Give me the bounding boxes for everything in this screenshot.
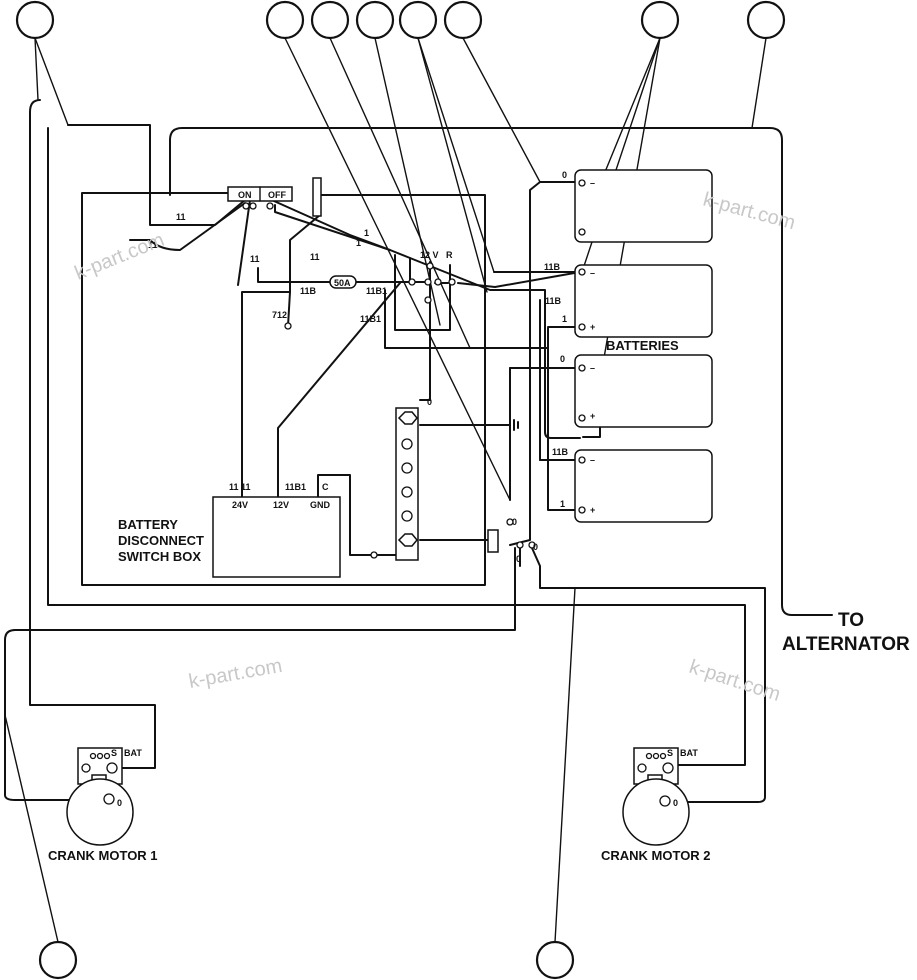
callout-circle-top-6 xyxy=(443,0,483,40)
relay-r-label: R xyxy=(446,250,453,260)
wire-label-11b-left: 11B xyxy=(300,286,317,296)
box-terminal-24v: 24V xyxy=(232,500,248,510)
wire-label-1-bat: 1 xyxy=(562,314,567,324)
wire-label-0-sw-a: 0 xyxy=(512,517,517,527)
battery-3-plus: + xyxy=(590,411,595,421)
box-terminal-gnd: GND xyxy=(310,500,331,510)
battery-2-minus: – xyxy=(590,268,595,278)
wire-label-0-bat3: 0 xyxy=(560,354,565,364)
relay-12v-label: 12 V xyxy=(420,250,439,260)
battery-4-minus: – xyxy=(590,455,595,465)
box-title-line2: DISCONNECT xyxy=(118,533,204,548)
callout-circle-top-5 xyxy=(398,0,438,40)
crank-motor-2: S BAT 0 CRANK MOTOR 2 xyxy=(601,747,711,863)
battery-3-minus: – xyxy=(590,363,595,373)
box-terminal-12v: 12V xyxy=(273,500,289,510)
battery-1 xyxy=(574,169,713,243)
solenoid xyxy=(284,322,536,559)
to-alternator-line1: TO xyxy=(838,610,864,631)
wire-label-0-top: 0 xyxy=(562,170,567,180)
callout-circles xyxy=(15,0,786,980)
box-title-line1: BATTERY xyxy=(118,517,178,532)
callout-circle-bottom-2 xyxy=(535,940,575,980)
wire-label-11-a: 11 xyxy=(176,212,186,222)
crank-motor-1: S BAT 0 CRANK MOTOR 1 xyxy=(48,747,158,863)
callout-circle-top-3 xyxy=(310,0,350,40)
battery-4-plus: + xyxy=(590,505,595,515)
switch-on-label: ON xyxy=(238,190,252,200)
disconnect-switch: ON OFF xyxy=(227,177,322,217)
box-wire-24v: 11 xyxy=(229,482,239,492)
switch-handle xyxy=(312,177,322,217)
callout-circle-top-8 xyxy=(746,0,786,40)
crank-motor-1-label: CRANK MOTOR 1 xyxy=(48,848,158,863)
wire-label-0-block: 0 xyxy=(427,397,432,407)
fuse-50a: 50A xyxy=(329,275,357,289)
battery-disconnect-switch-box: 24V 12V GND 11 11 11B1 C BATTERY DISCONN… xyxy=(118,482,341,578)
to-alternator: TO ALTERNATOR xyxy=(782,610,910,655)
to-alternator-line2: ALTERNATOR xyxy=(782,634,910,655)
crank-motor-1-body xyxy=(66,778,134,846)
fuse-label: 50A xyxy=(334,278,351,288)
wire-label-1-b: 1 xyxy=(356,238,361,248)
crank-motor-2-zero: 0 xyxy=(673,798,678,808)
wire-label-0-sw-b: 0 xyxy=(533,542,538,552)
wire-label-11b1-b: 11B1 xyxy=(360,314,381,324)
crank-motor-1-s: S xyxy=(111,748,117,758)
wire-label-712: 712 xyxy=(272,310,287,320)
batteries: – – + – + – + BATTERIES xyxy=(574,169,713,523)
callout-circle-bottom-1 xyxy=(38,940,78,980)
crank-motor-2-label: CRANK MOTOR 2 xyxy=(601,848,711,863)
relay: 12 V R xyxy=(408,250,456,304)
callout-circle-top-4 xyxy=(355,0,395,40)
crank-motor-2-body xyxy=(622,778,690,846)
wire-label-1-a: 1 xyxy=(364,228,369,238)
wire-label-1-bat4: 1 xyxy=(560,499,565,509)
callout-circle-top-2 xyxy=(265,0,305,40)
battery-2 xyxy=(574,264,713,338)
battery-1-minus: – xyxy=(590,178,595,188)
batteries-label: BATTERIES xyxy=(606,338,679,353)
crank-motor-2-bat: BAT xyxy=(680,748,698,758)
wire-label-11-c: 11 xyxy=(250,254,260,264)
wire-label-11-b: 11 xyxy=(148,240,158,250)
callout-circle-top-7 xyxy=(640,0,680,40)
crank-motor-2-s: S xyxy=(667,748,673,758)
watermark-4: k-part.com xyxy=(686,656,783,706)
crank-motor-1-zero: 0 xyxy=(117,798,122,808)
battery-2-plus: + xyxy=(590,322,595,332)
box-wire-gnd: C xyxy=(322,482,329,492)
watermark-3: k-part.com xyxy=(187,655,284,693)
box-wire-24v-b: 11 xyxy=(241,482,251,492)
watermark-2: k-part.com xyxy=(701,189,798,235)
wire-label-11b-bat4: 11B xyxy=(552,447,569,457)
watermark-1: k-part.com xyxy=(72,229,168,285)
callout-circle-top-1 xyxy=(15,0,55,40)
battery-3 xyxy=(574,354,713,428)
wire-label-0-sw-c: 0 xyxy=(516,554,521,564)
wire-label-11b-bat2: 11B xyxy=(545,296,562,306)
box-title-line3: SWITCH BOX xyxy=(118,549,201,564)
wire-labels: 11 11 11 11 1 1 11B 11B1 11B1 712 0 11B … xyxy=(148,170,569,564)
wiring-harness xyxy=(4,99,833,803)
box-wire-12v: 11B1 xyxy=(285,482,306,492)
battery-4 xyxy=(574,449,713,523)
terminal-block xyxy=(395,407,419,561)
wire-label-11b1-a: 11B1 xyxy=(366,286,387,296)
wire-label-11b-bat: 11B xyxy=(544,262,561,272)
switch-off-label: OFF xyxy=(268,190,286,200)
wire-label-11-d: 11 xyxy=(310,252,320,262)
crank-motor-1-bat: BAT xyxy=(124,748,142,758)
